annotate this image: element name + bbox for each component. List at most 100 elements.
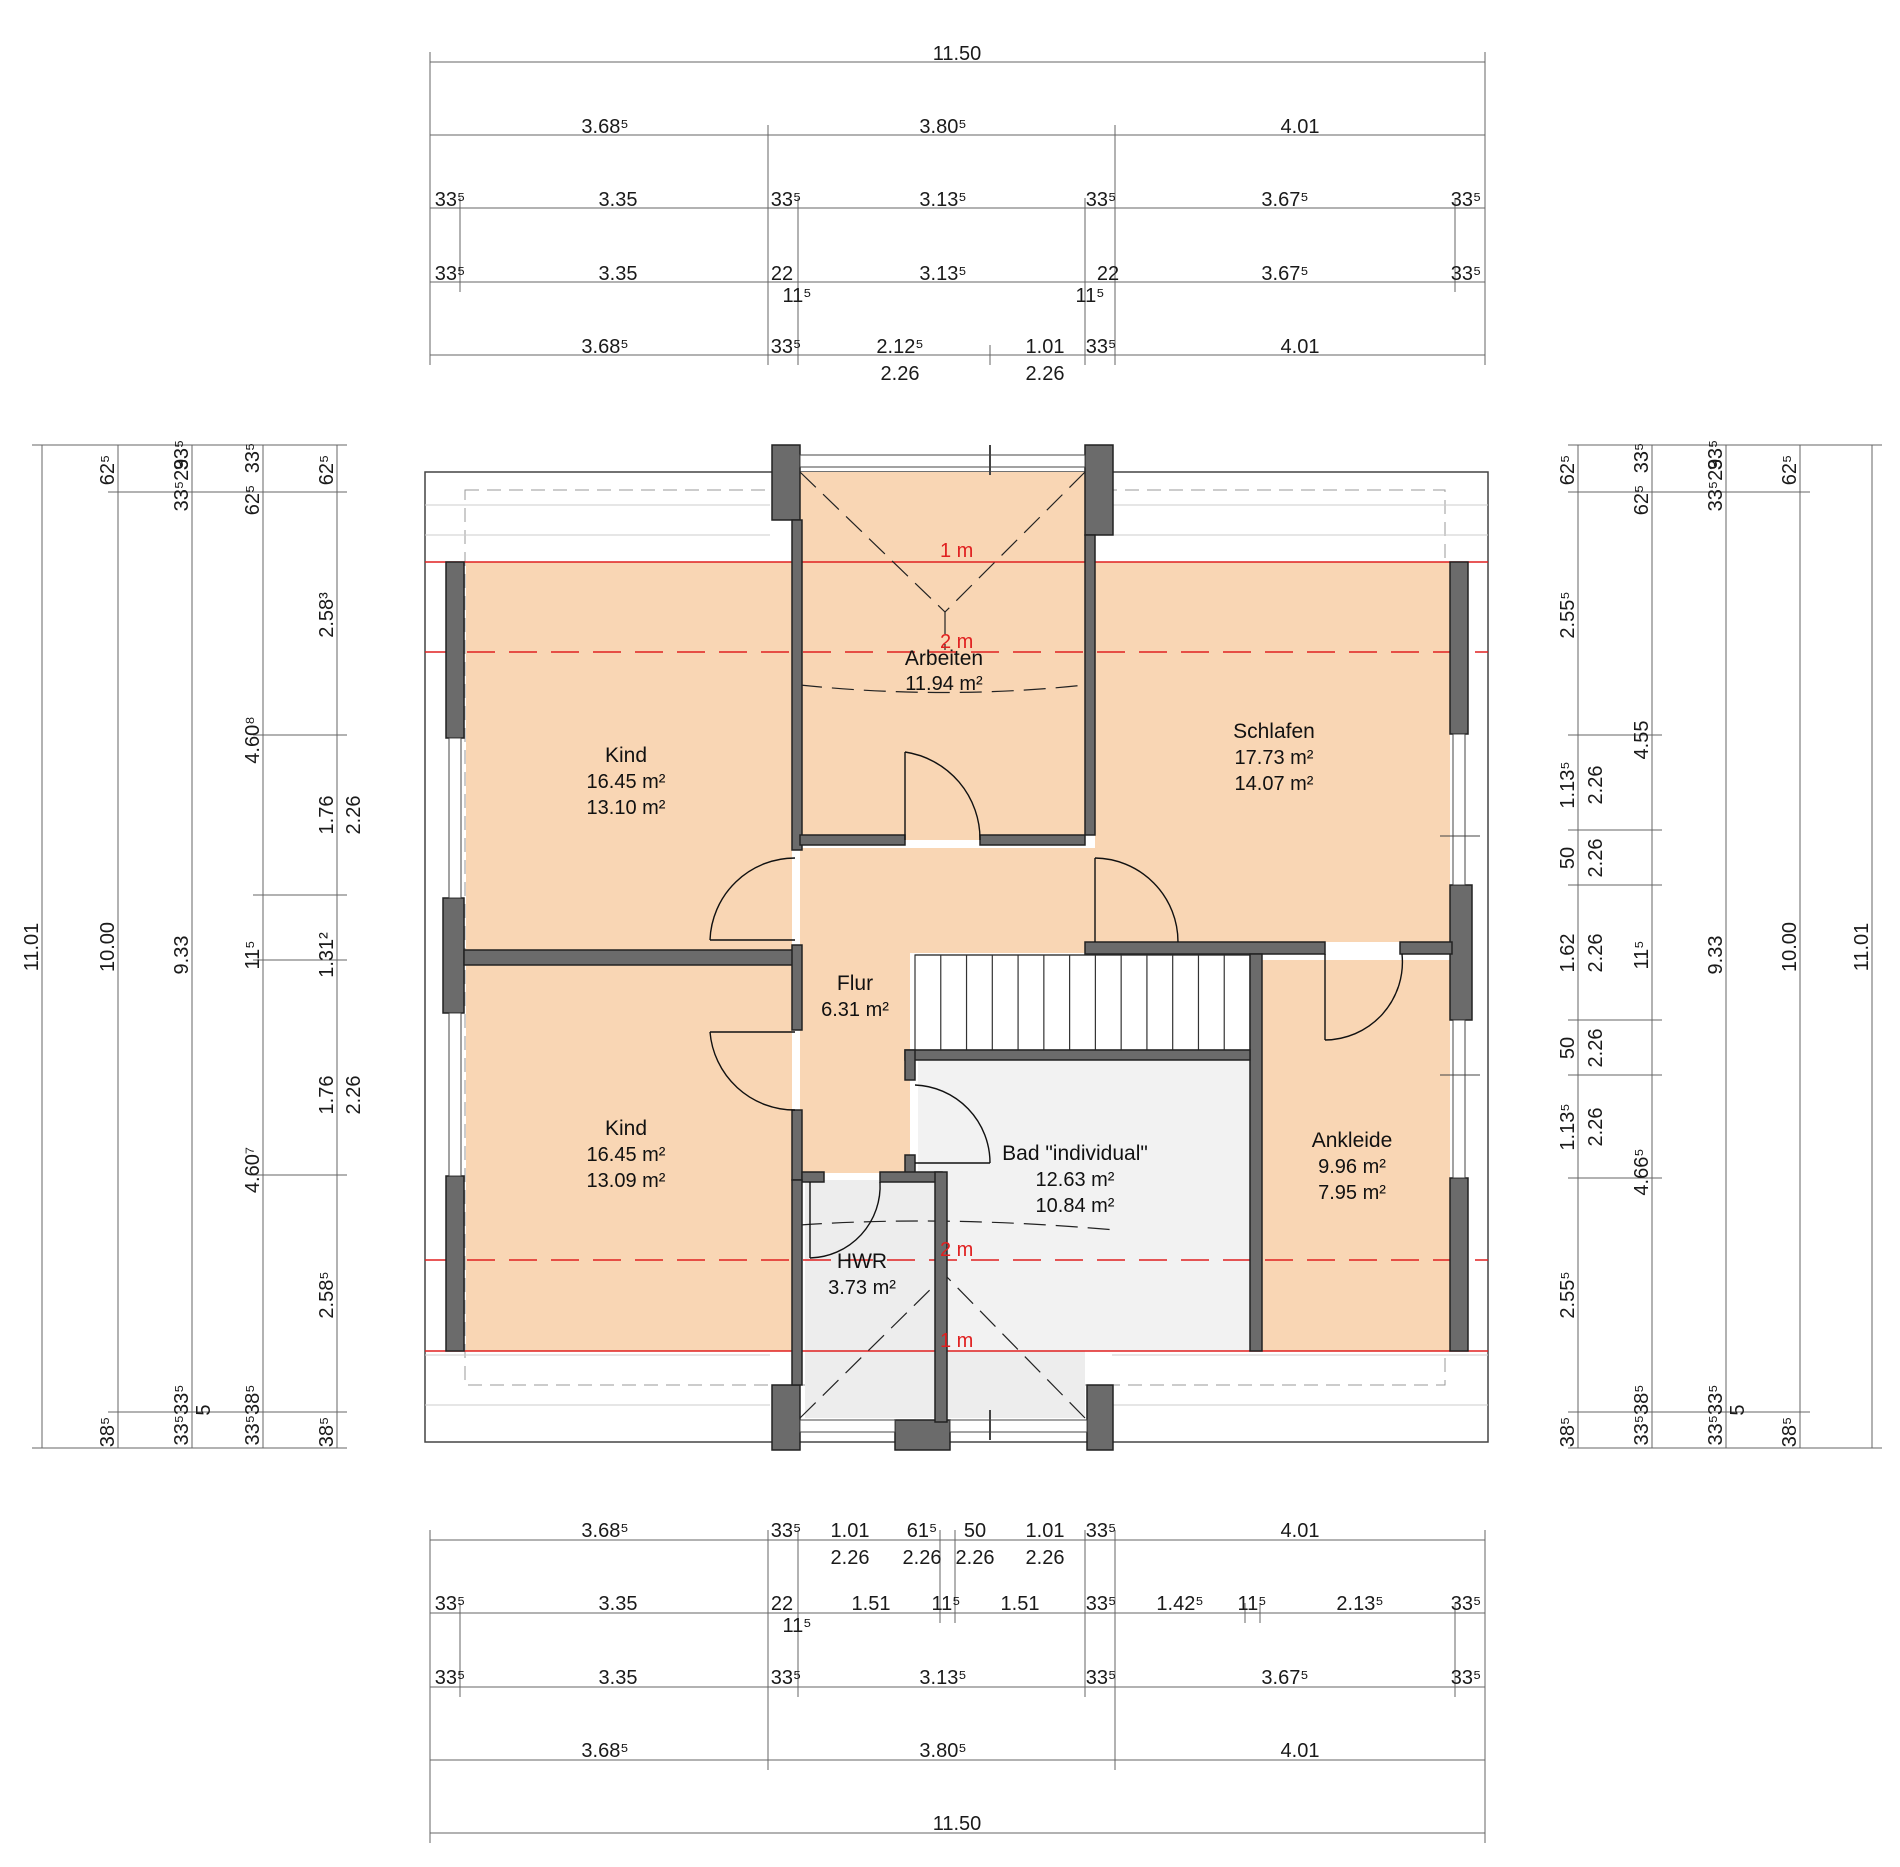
- dim-bot-r2-3: 22: [771, 1593, 793, 1615]
- dim-left-c4-3: 4.60⁸: [242, 716, 264, 763]
- room-area-kind-bottom-2: 13.09 m²: [587, 1170, 666, 1192]
- room-arbeiten: [800, 472, 1085, 840]
- dim-bot-r1-2: 33⁵: [771, 1520, 802, 1542]
- room-name-arbeiten: Arbeiten: [905, 647, 983, 670]
- staircase: [914, 954, 1251, 1051]
- dim-right-c6-1: 11.01: [1851, 923, 1873, 972]
- dim-left-c6-1: 2.26: [343, 796, 365, 835]
- dim-left-c3-1: 33⁵29: [171, 459, 193, 512]
- dim-bot-r3-5: 33⁵: [1086, 1667, 1117, 1689]
- wall-right-bottom: [1449, 1177, 1469, 1352]
- dim-right-c2-2: 2.26: [1585, 839, 1607, 878]
- dim-top-r3-1: 33⁵: [435, 189, 466, 211]
- dim-left-c3-2: 33⁵: [171, 440, 193, 471]
- dim-right-c2-4: 2.26: [1585, 1029, 1607, 1068]
- wall-bad-left-top: [904, 1049, 916, 1081]
- dim-bot-r2-6: 11⁵: [931, 1593, 960, 1615]
- room-area-kind-top-2: 13.10 m²: [587, 797, 666, 819]
- dim-bot-r1-11: 33⁵: [1086, 1520, 1117, 1542]
- dim-left-c4-6: 33⁵38⁵: [242, 1384, 264, 1445]
- room-area-schlafen-1: 17.73 m²: [1235, 747, 1314, 769]
- room-area-arbeiten-1: 11.94 m²: [905, 673, 983, 695]
- doors: [709, 751, 1404, 1259]
- dim-top-r5-5: 1.01: [1026, 336, 1065, 358]
- wall-flur-left-mid: [791, 944, 803, 1031]
- dim-top-r3-2: 3.35: [599, 189, 638, 211]
- dim-left-c4-1: 62⁵: [242, 485, 264, 516]
- dim-right-c5-2: 10.00: [1779, 922, 1801, 972]
- room-name-schlafen: Schlafen: [1233, 720, 1315, 743]
- dim-left-c5-6: 2.58⁵: [316, 1271, 338, 1318]
- room-ankleide: [1262, 960, 1450, 1351]
- dim-bot-r3-4: 3.13⁵: [919, 1667, 966, 1689]
- dim-top-r5-2: 33⁵: [771, 336, 802, 358]
- wall-dormer-top-left-2: [791, 519, 803, 851]
- room-area-schlafen-2: 14.07 m²: [1235, 773, 1314, 795]
- dim-top-r4-2: 3.35: [599, 263, 638, 285]
- dim-bot-r1-9: 1.01: [1026, 1520, 1065, 1542]
- dim-top-r5-1: 3.68⁵: [581, 336, 628, 358]
- dim-bot-r4-2: 3.80⁵: [919, 1740, 966, 1762]
- room-kind-top: [466, 562, 792, 950]
- dim-right-c4-1: 33⁵29: [1705, 459, 1727, 512]
- dim-bot-r1-12: 4.01: [1281, 1520, 1320, 1542]
- wall-hwr-left: [791, 1179, 803, 1386]
- dim-bot-r3-2: 3.35: [599, 1667, 638, 1689]
- room-fills: [466, 472, 1450, 1418]
- room-name-hwr: HWR: [837, 1250, 887, 1273]
- dim-right-c1-2: 2.55⁵: [1557, 591, 1579, 638]
- dim-top-total: 11.50: [933, 43, 982, 65]
- dim-top-r5-6: 2.26: [1026, 363, 1065, 385]
- dim-top-r3-4: 3.13⁵: [919, 189, 966, 211]
- dim-top-r5-7: 33⁵: [1086, 336, 1117, 358]
- dim-top-r5-4: 2.26: [881, 363, 920, 385]
- dim-bot-r3-7: 33⁵: [1451, 1667, 1482, 1689]
- dim-bot-r1-4: 2.26: [831, 1547, 870, 1569]
- room-name-ankleide: Ankleide: [1312, 1129, 1393, 1152]
- room-schlafen: [1095, 562, 1450, 942]
- dim-top-r3-3: 33⁵: [771, 189, 802, 211]
- dim-left-c2-2: 10.00: [97, 922, 119, 972]
- dim-left-c5-3: 1.76: [316, 796, 338, 835]
- room-area-ankleide-2: 7.95 m²: [1318, 1182, 1386, 1204]
- dim-top-r4-1: 33⁵: [435, 263, 466, 285]
- dim-bot-r1-8: 2.26: [956, 1547, 995, 1569]
- dim-right-c1-4: 50: [1557, 847, 1579, 869]
- wall-hwr-top-right: [879, 1171, 943, 1183]
- dimension-lines-top: [429, 52, 1486, 365]
- room-hwr: [805, 1180, 945, 1418]
- wall-kind-divider: [463, 949, 795, 966]
- wall-schlafen-bottom-right: [1399, 941, 1453, 955]
- dim-right-c1-6: 50: [1557, 1037, 1579, 1059]
- dim-top-r2-b: 3.80⁵: [919, 116, 966, 138]
- dim-right-c1-7: 1.13⁵: [1557, 1103, 1579, 1150]
- room-bad-lower: [945, 1351, 1085, 1418]
- wall-bad-top: [904, 1049, 1251, 1061]
- height-label-bottom-2m: 2 m: [940, 1239, 973, 1261]
- wall-right-mid: [1449, 884, 1473, 1021]
- dim-left-c6-2: 2.26: [343, 1076, 365, 1115]
- dim-right-c1-1: 62⁵: [1557, 455, 1579, 486]
- room-bad: [918, 1060, 1251, 1351]
- dim-right-c2-1: 2.26: [1585, 766, 1607, 805]
- wall-dormer-bottom-right: [1086, 1384, 1114, 1451]
- height-label-top-1m: 1 m: [940, 540, 973, 562]
- room-flur: [800, 848, 1095, 953]
- dimension-lines-left: [32, 444, 347, 1449]
- dim-bot-r2-5: 1.51: [852, 1593, 891, 1615]
- room-area-hwr-1: 3.73 m²: [828, 1277, 896, 1299]
- wall-dormer-top-left: [771, 444, 801, 521]
- dim-left-c5-1: 62⁵: [316, 455, 338, 486]
- dim-bot-r2-10: 11⁵: [1237, 1593, 1266, 1615]
- wall-ankleide-left: [1249, 953, 1263, 1352]
- dim-bot-r2-8: 33⁵: [1086, 1593, 1117, 1615]
- windows: [448, 445, 1480, 1440]
- dim-left-c3-3: 9.33: [171, 936, 193, 975]
- dim-bot-r1-6: 2.26: [903, 1547, 942, 1569]
- dim-bot-r1-7: 50: [964, 1520, 986, 1542]
- dim-top-r4-5: 3.13⁵: [919, 263, 966, 285]
- dim-top-r2-c: 4.01: [1281, 116, 1320, 138]
- dim-bot-r1-1: 3.68⁵: [581, 1520, 628, 1542]
- wall-hwr-right: [934, 1171, 948, 1423]
- wall-dormer-bottom-mid: [894, 1419, 951, 1451]
